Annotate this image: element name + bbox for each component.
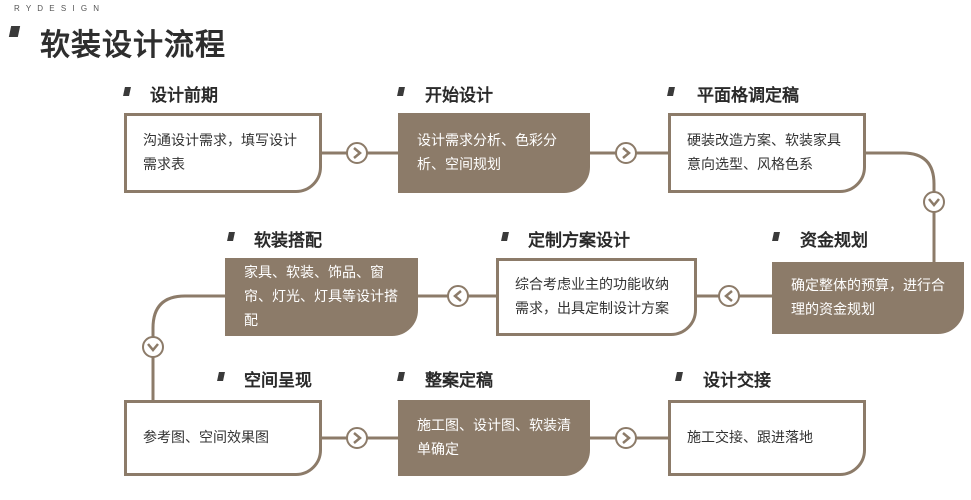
step-2-desc: 设计需求分析、色彩分析、空间规划 xyxy=(417,133,557,173)
step-7-box: 参考图、空间效果图 xyxy=(124,400,322,476)
chevron-left-icon xyxy=(718,285,740,307)
brand-text: R Y D E S I G N xyxy=(14,4,102,13)
step-6-desc: 家具、软装、饰品、窗帘、灯光、灯具等设计搭配 xyxy=(244,265,398,329)
step-5-label: 定制方案设计 xyxy=(528,231,630,251)
connector-6-7 xyxy=(151,294,225,404)
step-9-box: 施工交接、跟进落地 xyxy=(668,400,866,476)
step-3-box: 硬装改造方案、软装家具意向选型、风格色系 xyxy=(668,113,866,193)
step-2-label: 开始设计 xyxy=(425,86,493,106)
step-6-box: 家具、软装、饰品、窗帘、灯光、灯具等设计搭配 xyxy=(225,258,418,336)
step-6-label: 软装搭配 xyxy=(254,231,322,251)
step-5-desc: 综合考虑业主的功能收纳需求，出具定制设计方案 xyxy=(515,277,669,317)
step-7-label: 空间呈现 xyxy=(244,371,312,391)
chevron-down-icon xyxy=(923,191,945,213)
step-8-label: 整案定稿 xyxy=(425,371,493,391)
step-4-label: 资金规划 xyxy=(800,231,868,251)
chevron-right-icon xyxy=(615,427,637,449)
step-8-desc: 施工图、设计图、软装清单确定 xyxy=(417,418,571,458)
connector-3-4 xyxy=(866,151,936,262)
chevron-right-icon xyxy=(346,142,368,164)
step-1-label: 设计前期 xyxy=(150,86,218,106)
step-3-label: 平面格调定稿 xyxy=(697,86,799,106)
step-9-desc: 施工交接、跟进落地 xyxy=(687,430,813,446)
chevron-left-icon xyxy=(447,285,469,307)
step-5-box: 综合考虑业主的功能收纳需求，出具定制设计方案 xyxy=(496,258,697,336)
step-9-label: 设计交接 xyxy=(703,371,771,391)
page-title: 软装设计流程 xyxy=(40,28,226,63)
step-2-box: 设计需求分析、色彩分析、空间规划 xyxy=(398,113,590,193)
step-1-box: 沟通设计需求，填写设计需求表 xyxy=(124,113,322,193)
step-4-box: 确定整体的预算，进行合理的资金规划 xyxy=(772,262,964,334)
step-7-desc: 参考图、空间效果图 xyxy=(143,430,269,446)
step-4-desc: 确定整体的预算，进行合理的资金规划 xyxy=(791,278,945,318)
step-3-desc: 硬装改造方案、软装家具意向选型、风格色系 xyxy=(687,133,841,173)
step-1-desc: 沟通设计需求，填写设计需求表 xyxy=(143,133,297,173)
chevron-right-icon xyxy=(615,142,637,164)
arrow-nodes xyxy=(142,142,945,449)
chevron-down-icon xyxy=(142,336,164,358)
step-8-box: 施工图、设计图、软装清单确定 xyxy=(398,400,590,476)
chevron-right-icon xyxy=(346,427,368,449)
